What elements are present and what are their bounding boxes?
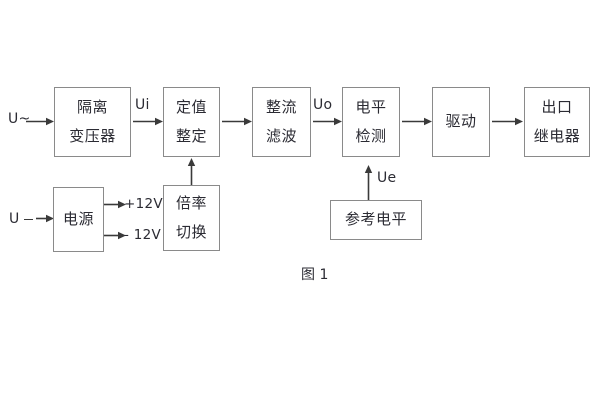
- block-rectify-filter: 整流 滤波: [252, 87, 311, 157]
- block-level-detect: 电平 检测: [342, 87, 400, 157]
- block-power-supply-line1: 电源: [62, 209, 94, 228]
- arrow-power-supply-pos12v: [104, 200, 126, 209]
- block-isolation-transformer: 隔离 变压器: [54, 87, 131, 157]
- input-ac-label: U~: [8, 111, 31, 127]
- arrow-drive-to-output-relay: [492, 117, 523, 126]
- block-setting-value: 定值 整定: [163, 87, 220, 157]
- arrow-level-detect-to-drive: [402, 117, 432, 126]
- signal-ui-label: Ui: [135, 97, 150, 113]
- block-multiplier-switch-line2: 切换: [175, 222, 207, 241]
- arrow-setting-to-rectify: [222, 117, 252, 126]
- arrow-multiplier-to-setting: [187, 158, 196, 185]
- rail-neg-12v-label: - 12V: [124, 227, 162, 243]
- signal-ue-label: Ue: [377, 170, 397, 186]
- block-isolation-transformer-line2: 变压器: [69, 126, 116, 145]
- block-level-detect-line2: 检测: [355, 126, 387, 145]
- block-multiplier-switch-line1: 倍率: [175, 193, 207, 212]
- arrow-isolation-to-setting: [133, 117, 163, 126]
- block-multiplier-switch: 倍率 切换: [163, 185, 220, 251]
- block-output-relay: 出口 继电器: [524, 87, 590, 157]
- figure-caption: 图 1: [301, 267, 329, 283]
- arrow-input-dc-to-power-supply: [36, 214, 54, 223]
- block-setting-value-line1: 定值: [175, 97, 207, 116]
- block-output-relay-line1: 出口: [541, 97, 573, 116]
- block-output-relay-line2: 继电器: [533, 126, 581, 145]
- block-reference-level: 参考电平: [330, 200, 422, 240]
- block-rectify-filter-line1: 整流: [265, 97, 297, 116]
- block-drive: 驱动: [432, 87, 490, 157]
- arrow-power-supply-neg12v: [104, 231, 126, 240]
- block-drive-line1: 驱动: [445, 112, 477, 131]
- rail-pos-12v-label: +12V: [124, 196, 163, 212]
- arrow-reference-to-level-detect: [364, 165, 373, 200]
- block-rectify-filter-line2: 滤波: [265, 126, 297, 145]
- input-dc-label: U: [9, 211, 20, 227]
- arrow-input-ac-to-isolation: [26, 117, 54, 126]
- arrow-rectify-to-level-detect: [313, 117, 342, 126]
- signal-uo-label: Uo: [313, 97, 333, 113]
- block-level-detect-line1: 电平: [355, 97, 387, 116]
- input-dc-dash: [24, 219, 33, 220]
- block-reference-level-line1: 参考电平: [344, 210, 407, 229]
- block-setting-value-line2: 整定: [175, 126, 207, 145]
- block-power-supply: 电源: [53, 187, 104, 252]
- block-isolation-transformer-line1: 隔离: [76, 97, 108, 116]
